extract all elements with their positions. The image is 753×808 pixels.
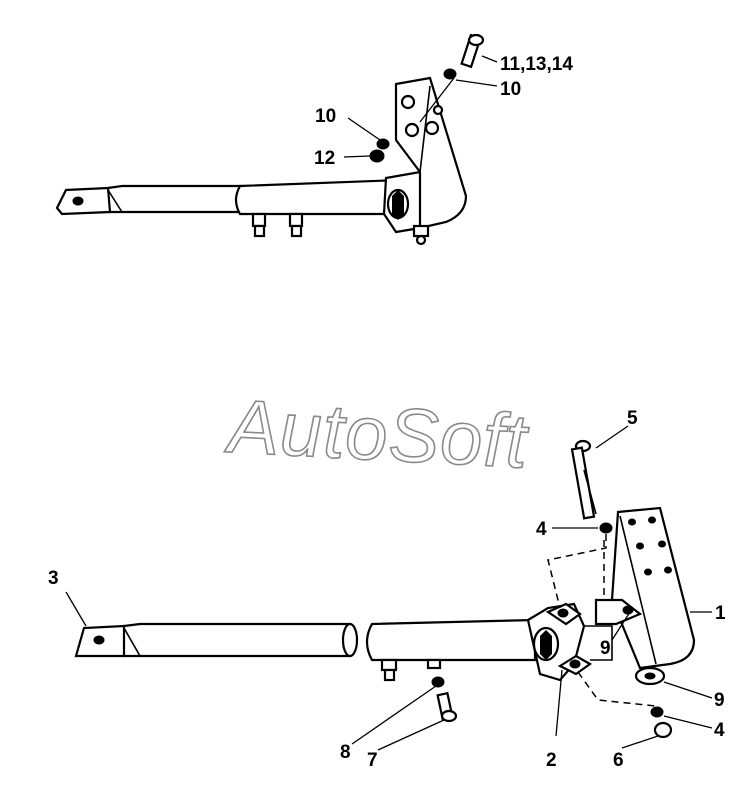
assembly-line-left [547,534,607,609]
callout-7: 7 [367,750,378,771]
callout-6: 6 [613,750,624,771]
bottom-washer-8 [431,676,445,688]
bottom-tube-studs [380,658,442,682]
callout-5: 5 [627,408,638,429]
callout-4-upper: 4 [536,519,547,540]
callout-8: 8 [340,742,351,763]
top-tube-neck [106,184,242,214]
bottom-tube-left-end [341,622,359,658]
top-washer-right [443,68,457,80]
assembly-line-right [577,671,657,707]
top-main-tube [234,178,402,216]
bottom-plate-holes [628,516,672,576]
callout-3: 3 [48,568,59,589]
top-end-tab-hole [72,196,84,206]
callout-10-top-left: 10 [315,106,336,127]
bottom-tube-left [122,622,352,658]
callout-1: 1 [715,603,726,624]
callout-9-lower: 9 [714,690,725,711]
callout-11-13-14: 11,13,14 [500,54,573,75]
top-plate-bolts [400,94,444,246]
top-tube-studs [251,212,304,238]
top-washer-left [376,138,390,150]
watermark-text: AutoSoft [224,384,529,485]
top-vertical-plate [394,76,468,230]
bottom-assembly [65,425,713,751]
top-assembly [55,33,498,246]
callout-12: 12 [314,148,335,169]
top-bolt [460,33,485,69]
bottom-washer-4-lower [650,706,664,718]
callout-9-upper: 9 [600,638,611,659]
top-nut-left [369,149,385,163]
callout-4-lower: 4 [714,720,725,741]
bottom-bolt-5 [570,439,597,520]
callout-2: 2 [546,750,557,771]
bottom-bolt-7 [436,691,458,723]
bottom-tube-right [365,618,537,662]
bottom-vertical-plate [610,506,696,670]
bottom-end-tab-hole [93,635,105,645]
bottom-washer-4-upper [599,522,613,534]
callout-10-top-right: 10 [500,79,521,100]
bottom-nut-6 [653,721,673,739]
